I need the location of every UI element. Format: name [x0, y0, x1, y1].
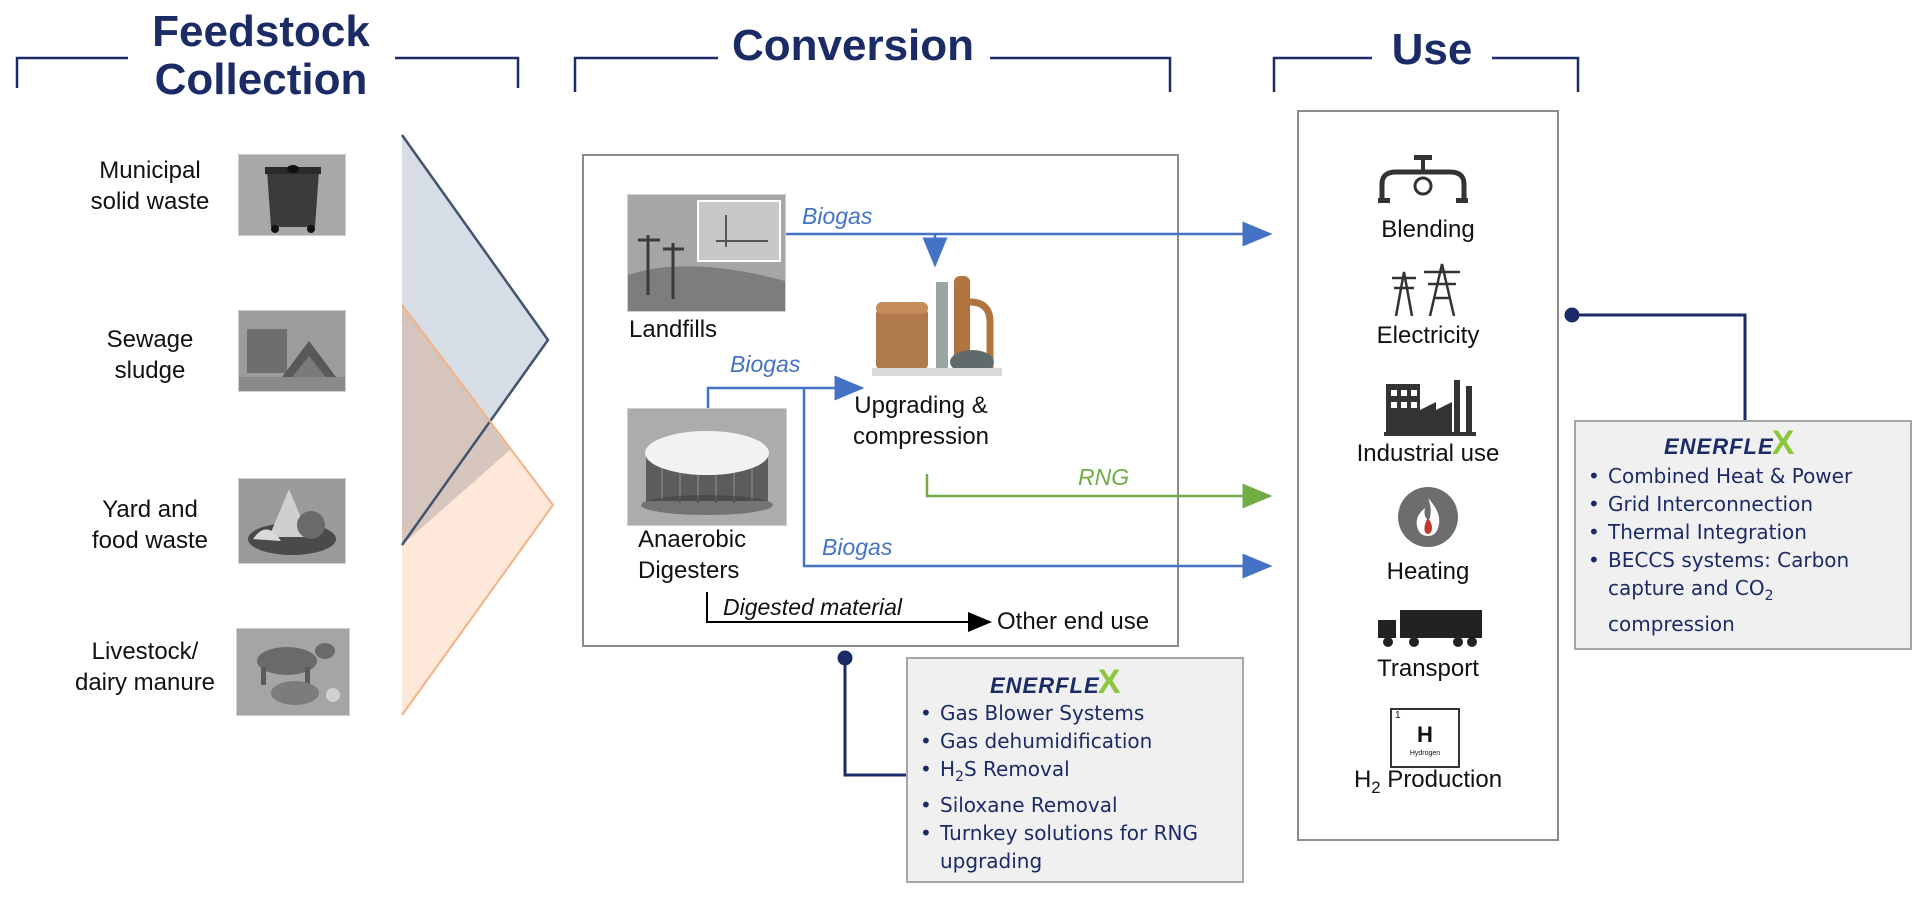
anaerobic-digester-image [627, 408, 787, 526]
feedstock-chevron [400, 134, 555, 716]
enerflex-conversion-connector [837, 650, 906, 777]
list-item: Combined Heat & Power [1586, 462, 1902, 490]
biogas-label-digester: Biogas [730, 351, 801, 377]
use-label-h2-production: H2 Production [1353, 766, 1503, 797]
hydrogen-tile-symbol: H [1417, 722, 1433, 747]
list-item: Gas Blower Systems [918, 699, 1234, 727]
biogas-label-landfill: Biogas [802, 203, 873, 229]
livestock-icon [236, 628, 350, 716]
biogas-digester-arrow [706, 375, 865, 408]
hydrogen-icon: 1 H Hydrogen [1390, 708, 1460, 768]
use-frame [1297, 110, 1559, 841]
use-label-industrial: Industrial use [1356, 440, 1500, 467]
conversion-bracket [573, 56, 1172, 92]
list-item: Thermal Integration [1586, 518, 1902, 546]
enerflex-use-box: ENERFLEX Combined Heat & Power Grid Inte… [1574, 420, 1912, 650]
upgrading-plant-icon [872, 272, 1007, 382]
list-item: Grid Interconnection [1586, 490, 1902, 518]
enerflex-use-connector [1564, 307, 1747, 420]
use-label-blending: Blending [1381, 216, 1475, 243]
hydrogen-tile-number: 1 [1395, 710, 1401, 721]
rng-label: RNG [1078, 464, 1130, 490]
upgrading-label: Upgrading &compression [852, 392, 990, 451]
enerflex-logo: ENERFLEX [1664, 424, 1796, 462]
biogas-direct-arrow [802, 388, 1273, 579]
landfill-image [627, 194, 786, 312]
feedstock-label-livestock: Livestock/dairy manure [74, 638, 216, 697]
food-waste-icon [238, 478, 346, 564]
feedstock-title: Feedstock Collection [152, 7, 370, 104]
sludge-icon [238, 310, 346, 392]
landfills-label: Landfills [629, 316, 718, 343]
hydrogen-tile-name: Hydrogen [1409, 750, 1441, 757]
enerflex-conversion-box: ENERFLEX Gas Blower Systems Gas dehumidi… [906, 657, 1244, 883]
use-label-electricity: Electricity [1376, 322, 1480, 349]
use-label-heating: Heating [1386, 558, 1470, 585]
enerflex-conversion-list: Gas Blower Systems Gas dehumidification … [918, 699, 1234, 875]
conversion-frame [582, 154, 1179, 647]
flame-icon [1393, 486, 1463, 548]
feedstock-bracket [15, 56, 520, 88]
conversion-title: Conversion [731, 21, 975, 70]
rng-arrow [925, 474, 1273, 509]
use-label-transport: Transport [1377, 655, 1479, 682]
enerflex-use-list: Combined Heat & Power Grid Interconnecti… [1586, 462, 1902, 638]
digested-material-arrow [706, 592, 992, 632]
power-tower-icon [1384, 260, 1464, 317]
enerflex-logo: ENERFLEX [990, 663, 1122, 701]
use-title: Use [1391, 25, 1473, 74]
pipeline-icon [1378, 154, 1468, 204]
digested-material-label: Digested material [723, 594, 902, 620]
other-end-use-label: Other end use [997, 608, 1150, 635]
list-item: Siloxane Removal [918, 791, 1234, 819]
waste-bin-icon [238, 154, 346, 236]
list-item: Gas dehumidification [918, 727, 1234, 755]
truck-icon [1378, 608, 1484, 648]
biogas-label-direct: Biogas [822, 534, 893, 560]
list-item: BECCS systems: Carbon capture and CO2 co… [1586, 546, 1902, 638]
use-bracket [1272, 56, 1580, 92]
list-item: H2S Removal [918, 755, 1234, 791]
factory-icon [1384, 376, 1476, 436]
list-item: Turnkey solutions for RNG upgrading [918, 819, 1234, 875]
